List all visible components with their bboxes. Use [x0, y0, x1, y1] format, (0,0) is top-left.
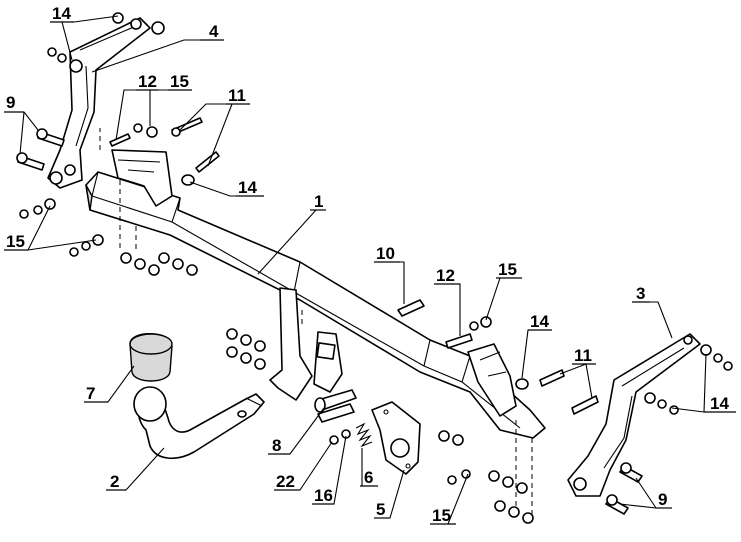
- callout-9-right: 9: [658, 490, 667, 509]
- callout-14-mid: 14: [238, 178, 257, 197]
- ball-cover: [129, 333, 173, 382]
- callout-14-right: 14: [530, 312, 549, 331]
- callout-15-right: 15: [498, 260, 517, 279]
- socket-plate: [371, 401, 421, 475]
- callout-2: 2: [110, 472, 119, 491]
- callout-11-right: 11: [574, 346, 592, 365]
- spring: [355, 422, 373, 448]
- callout-5: 5: [376, 500, 385, 519]
- callout-6: 6: [364, 468, 373, 487]
- alignment-lines: [99, 128, 533, 520]
- callout-22: 22: [276, 472, 295, 491]
- callout-14-top: 14: [52, 4, 71, 23]
- callout-14-far: 14: [710, 394, 729, 413]
- main-crossbar: [85, 149, 546, 439]
- callout-4: 4: [209, 22, 219, 41]
- callout-12-top: 12: [138, 72, 157, 91]
- callout-8: 8: [272, 436, 281, 455]
- callout-12-right: 12: [436, 266, 455, 285]
- callout-11-top: 11: [228, 86, 246, 105]
- fasteners: [16, 12, 733, 524]
- callout-10: 10: [376, 244, 395, 263]
- callout-3: 3: [636, 284, 645, 303]
- callout-15-top: 15: [170, 72, 189, 91]
- callout-15-bottom: 15: [432, 506, 451, 525]
- callout-15-left: 15: [6, 232, 25, 251]
- callout-16: 16: [314, 486, 333, 505]
- callout-labels: 14 4 9 12 15 11 14 15 1 10 12 15 3 14 11…: [4, 4, 736, 525]
- callout-7: 7: [86, 384, 95, 403]
- right-side-arm: [567, 333, 701, 497]
- callout-1: 1: [314, 192, 323, 211]
- ball-hitch: [133, 386, 265, 459]
- callout-9-left: 9: [6, 93, 15, 112]
